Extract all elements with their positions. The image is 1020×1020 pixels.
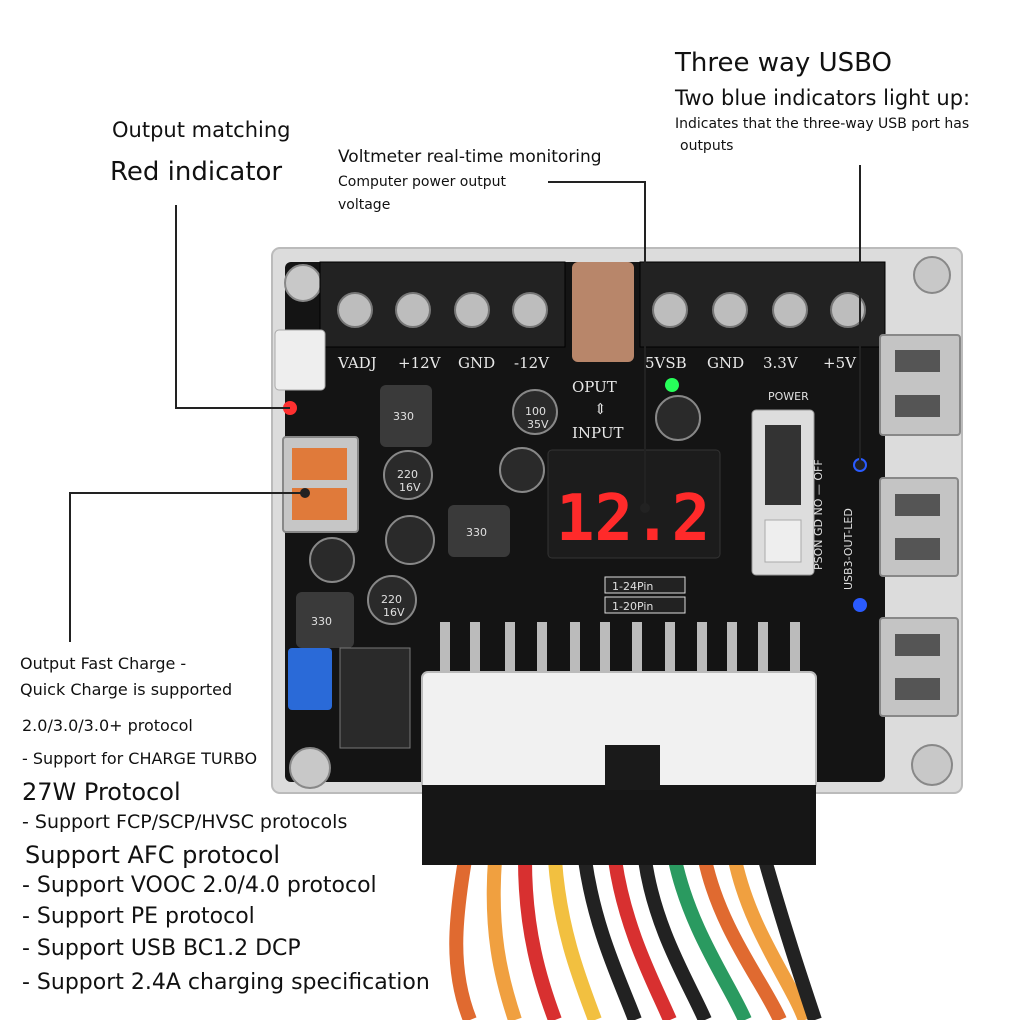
cap-16v-b-label: 16V (383, 606, 405, 619)
voltmeter-title: Voltmeter real-time monitoring (338, 147, 602, 167)
power-label: POWER (768, 390, 809, 403)
terminal-label-gnd-right: GND (707, 354, 744, 372)
feature-line: 27W Protocol (22, 778, 181, 806)
jst-connector (274, 329, 326, 391)
cap-35v-label: 35V (527, 418, 549, 431)
oput-label: OPUT (572, 378, 617, 396)
terminal-label-gnd-left: GND (458, 354, 495, 372)
terminal-label-neg12v: -12V (514, 354, 550, 372)
cap-16v-label: 16V (399, 481, 421, 494)
atx-plug (422, 785, 816, 865)
usb-port-icon (879, 334, 961, 717)
arrow-updown-icon: ⇕ (594, 400, 607, 418)
regulator-chip (339, 647, 411, 749)
usb-annotation-title: Three way USBO (675, 48, 892, 78)
output-matching-label: Output matching (112, 118, 291, 142)
atx-cable-wires (449, 858, 822, 1020)
inductor-330-mid (448, 505, 510, 557)
terminal-label-3v3: 3.3V (763, 354, 799, 372)
power-switch-connector (764, 519, 802, 563)
cap-220-b-label: 220 (381, 593, 402, 606)
pson-label: PSON GD NO — OFF (812, 459, 825, 570)
feature-line: Output Fast Charge - (20, 654, 187, 673)
voltmeter-desc-1: Computer power output (338, 174, 506, 190)
terminal-label-5v: +5V (823, 354, 857, 372)
feature-line: Support AFC protocol (25, 841, 281, 869)
green-indicator-led (665, 378, 679, 392)
feature-line: - Support FCP/SCP/HVSC protocols (22, 811, 348, 833)
terminal-block-left (319, 261, 566, 348)
inductor-330-top-label: 330 (393, 410, 414, 423)
pin20-label: 1-20Pin (612, 600, 653, 613)
callout-lines (69, 165, 861, 642)
usb-annotation-subtitle: Two blue indicators light up: (675, 86, 971, 110)
atx-latch (605, 745, 660, 790)
header-pins (440, 622, 800, 672)
power-switch-toggle (765, 425, 801, 505)
power-inductor (572, 262, 634, 362)
blue-indicator-led-2 (853, 598, 867, 612)
usb-annotation-desc-1: Indicates that the three-way USB port ha… (675, 116, 970, 132)
voltmeter-reading: 12.2 (556, 482, 710, 556)
voltmeter-display (547, 449, 721, 559)
usb-led-label: USB3-OUT-LED (842, 508, 855, 590)
screw-icon (284, 256, 953, 789)
red-indicator-label: Red indicator (110, 157, 283, 187)
feature-line: - Support USB BC1.2 DCP (22, 936, 301, 961)
feature-line: - Support PE protocol (22, 904, 255, 929)
cap-220-label: 220 (397, 468, 418, 481)
inductor-330-mid-label: 330 (466, 526, 487, 539)
terminal-label-5vsb: 5VSB (645, 354, 687, 372)
potentiometer (288, 648, 332, 710)
terminal-label-vadj: VADJ (337, 354, 377, 372)
feature-line: 2.0/3.0/3.0+ protocol (22, 716, 193, 735)
terminal-block-right (639, 261, 886, 348)
input-label: INPUT (572, 424, 624, 442)
capacitors (309, 389, 701, 625)
voltmeter-desc-2: voltage (338, 197, 391, 213)
usb-annotation-desc-2: outputs (680, 138, 734, 154)
terminal-label-12v: +12V (398, 354, 442, 372)
pin24-label: 1-24Pin (612, 580, 653, 593)
inductor-330-top (380, 385, 432, 447)
cap-100-label: 100 (525, 405, 546, 418)
feature-line: - Support VOOC 2.0/4.0 protocol (22, 873, 377, 898)
feature-line: - Support for CHARGE TURBO (22, 749, 258, 768)
inductor-330-bottom (296, 592, 354, 648)
inductor-330-bottom-label: 330 (311, 615, 332, 628)
feature-line: Quick Charge is supported (20, 680, 233, 699)
feature-line: - Support 2.4A charging specification (22, 970, 430, 995)
